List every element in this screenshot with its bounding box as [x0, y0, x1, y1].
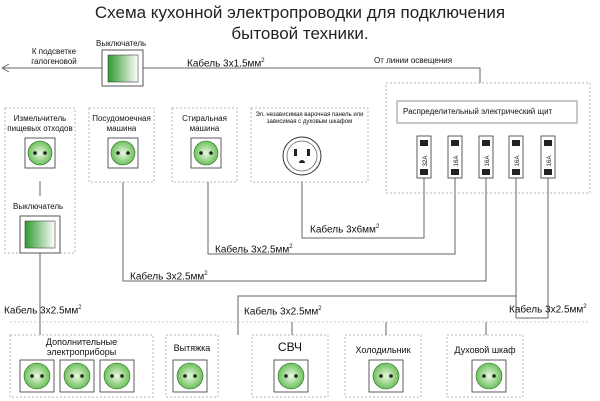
breaker-4-rating: 16A [515, 156, 521, 167]
washer-box [171, 107, 238, 183]
upper-sockets [24, 136, 322, 176]
diagram-title-line1: Схема кухонной электропроводки для подкл… [94, 3, 506, 22]
top-cable-label: Кабель 3х1.5мм2 [187, 58, 265, 70]
breaker-1-rating: 32A [423, 156, 429, 167]
dishwasher-label: Посудомоечная машина [92, 114, 151, 133]
hood-label: Вытяжка [173, 343, 211, 353]
cable-left-label: Кабель 3х2.5мм2 [4, 305, 82, 317]
breakers: 32A 16A 16A 16A 16A [416, 135, 556, 179]
microwave-box [251, 334, 329, 398]
microwave-label: СВЧ [277, 340, 303, 354]
cable-dishwasher-label: Кабель 3х2.5мм2 [130, 271, 208, 283]
bottom-sockets [19, 359, 507, 393]
extra-devices-label: Дополнительные электроприборы [45, 337, 118, 357]
panel-label-box [396, 100, 578, 124]
oven-label: Духовой шкаф [454, 345, 516, 355]
top-switch-label: Выключатель [96, 39, 147, 48]
lighting-line-label: От линии освещения [374, 56, 453, 65]
disposer-label: Измельчитель пищевых отходов [7, 114, 73, 133]
halogen-label: К подсветке галогеновой [31, 47, 77, 66]
panel-label: Распределительный электрический щит [403, 107, 553, 116]
cable-washer-label: Кабель 3х2.5мм2 [215, 244, 293, 256]
breaker-2-rating: 16A [454, 156, 460, 167]
hob-box [250, 107, 369, 183]
dishwasher-box [88, 107, 155, 183]
extra-box [9, 334, 154, 398]
cable-right-label: Кабель 3х2.5мм2 [509, 304, 587, 316]
breaker-3-rating: 16A [485, 156, 491, 167]
breaker-5-rating: 16A [547, 156, 553, 167]
fridge-label: Холодильник [355, 345, 411, 355]
oven-box [446, 334, 524, 398]
side-switch-label: Выключатель [13, 202, 64, 211]
hob-label: Эл. независимая варочная панель или зави… [255, 112, 364, 125]
hood-box [165, 334, 219, 398]
top-switch [107, 54, 139, 83]
fridge-box [344, 334, 422, 398]
cable-bottom-label: Кабель 3х2.5мм2 [244, 306, 322, 318]
cable-6mm-label: Кабель 3х6мм2 [310, 224, 380, 236]
side-switch [24, 220, 56, 249]
diagram-title-line2: бытовой техники. [231, 24, 369, 43]
panel-box [385, 82, 591, 194]
washer-label: Стиральная машина [182, 114, 227, 133]
